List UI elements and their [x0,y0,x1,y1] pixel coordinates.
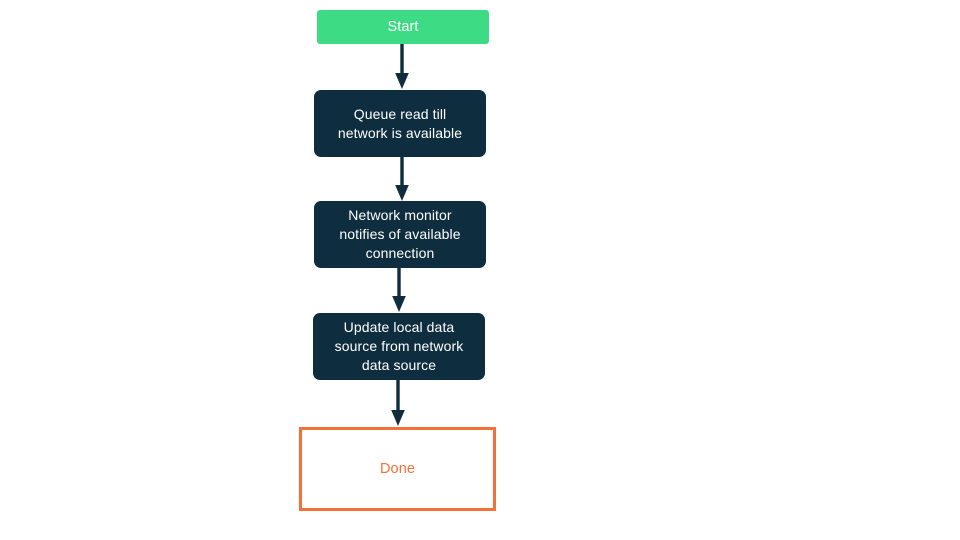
flowchart-node-done-label: Done [379,460,416,477]
flowchart-node-update-local-label: Update local data source from network da… [334,319,464,373]
flowchart-node-network-monitor-label: Network monitor notifies of available co… [339,207,461,261]
flowchart-node-done[interactable]: Done [299,427,496,511]
flowchart-edge-start-queue [392,44,412,90]
flowchart-edge-update-done [388,380,408,427]
flowchart-node-start-label: Start [387,18,419,35]
flowchart-edge-monitor-update [389,268,409,313]
flowchart-node-queue-read-label: Queue read till network is available [337,105,463,141]
flowchart-node-update-local[interactable]: Update local data source from network da… [313,313,485,380]
flowchart-node-network-monitor[interactable]: Network monitor notifies of available co… [314,201,486,268]
flowchart-node-start[interactable]: Start [317,10,489,44]
flowchart-edge-queue-monitor [392,157,412,202]
flowchart-node-queue-read[interactable]: Queue read till network is available [314,90,486,157]
